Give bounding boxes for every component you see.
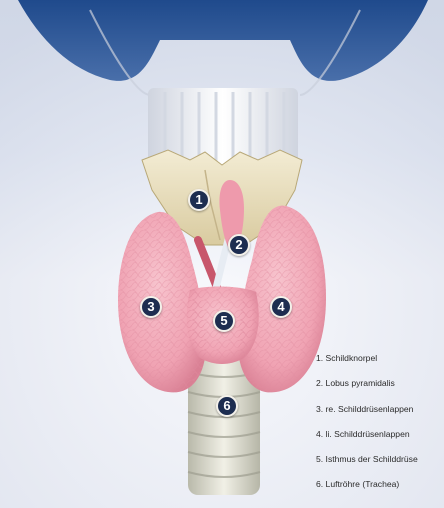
marker-trachea: 6 — [216, 395, 238, 417]
marker-left-lobe: 4 — [270, 296, 292, 318]
legend-item: 6. Luftröhre (Trachea) — [316, 478, 418, 503]
legend-item: 1. Schildknorpel — [316, 352, 418, 377]
legend-item: 3. re. Schilddrüsenlappen — [316, 403, 418, 428]
marker-isthmus: 5 — [213, 310, 235, 332]
marker-thyroid-cartilage: 1 — [188, 189, 210, 211]
legend: 1. Schildknorpel 2. Lobus pyramidalis 3.… — [316, 352, 418, 504]
legend-item: 4. li. Schilddrüsenlappen — [316, 428, 418, 453]
legend-item: 5. Isthmus der Schilddrüse — [316, 453, 418, 478]
marker-pyramidal-lobe: 2 — [228, 234, 250, 256]
marker-right-lobe: 3 — [140, 296, 162, 318]
legend-item: 2. Lobus pyramidalis — [316, 377, 418, 402]
